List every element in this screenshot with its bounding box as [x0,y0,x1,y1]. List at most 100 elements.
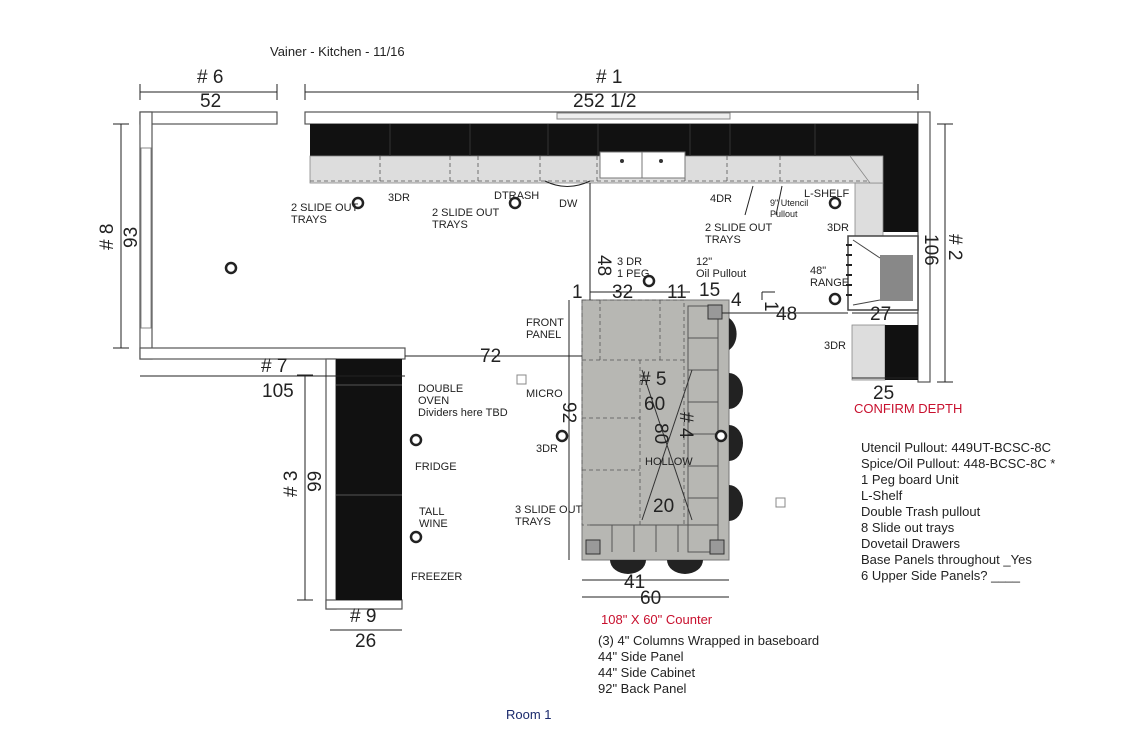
label-3dr-d: 3DR [536,443,558,455]
wall-4-number: # 4 [675,412,696,439]
upper-cabinets-top [310,124,918,156]
wall-1-number: # 1 [596,67,622,88]
island-cabinet-seams [582,300,684,525]
upper-cabinet-right-lower [885,325,918,380]
marker-circle [224,261,238,275]
range-hood-diag-bottom [852,299,881,306]
range-hood-diag-top [852,239,881,259]
wall-3-length: 99 [305,471,326,492]
leader-utencil [775,185,783,216]
wall-9-number: # 9 [350,606,376,627]
label-freezer: FREEZER [411,571,462,583]
sink-drain-right [659,159,663,163]
marker-circle [409,530,423,544]
dim-4: 4 [731,290,742,311]
marker-circle [828,292,842,306]
label-range: 48"RANGE [810,265,849,289]
island-back-panel [687,305,719,553]
wall-6-number: # 6 [197,67,223,88]
sink-drain-left [620,159,624,163]
wall-1-length: 252 1/2 [573,91,636,112]
marker-circle [828,196,842,210]
counter-notes: (3) 4" Columns Wrapped in baseboard 44" … [598,633,823,696]
label-dtrash: DTRASH [494,190,539,202]
label-hollow: HOLLOW [645,456,693,468]
marker-circle [508,196,522,210]
marker-circle [714,429,728,443]
wall-7-length: 105 [262,381,294,402]
dim-41: 41 [624,572,645,593]
wall-7-number: # 7 [261,356,287,377]
column-1 [707,304,723,320]
dim-15: 15 [699,280,720,301]
label-l-shelf: L-SHELF [804,188,850,200]
hollow-diagonal-2 [641,369,693,521]
room-label: Room 1 [506,707,552,722]
leader-slide3 [744,185,754,216]
dim-60: 60 [640,588,661,609]
marker-square [775,497,786,508]
island-number: # 5 [640,369,666,390]
wall-6-length: 52 [200,91,221,112]
window-top [556,112,731,120]
island-side-panel-rungs [590,524,718,552]
marker-circle [642,274,656,288]
wall-9-length: 26 [355,631,376,652]
wall-6 [139,111,278,125]
dim-72: 72 [480,346,501,367]
notes-list: Utencil Pullout: 449UT-BCSC-8C Spice/Oil… [861,440,1059,583]
countertop-corner [849,155,884,184]
wall-2-length: 106 [920,234,941,266]
label-dw: DW [559,198,578,210]
column-3 [709,539,725,555]
drawing-title: Vainer - Kitchen - 11/16 [270,44,405,59]
marker-circle [351,196,365,210]
dimension-lines [113,84,953,631]
countertop-top [309,155,884,184]
island-length: 60 [644,394,665,415]
wall-7 [139,347,406,360]
dim-27: 27 [870,304,891,325]
wall-3-number: # 3 [281,471,302,497]
dim-32: 32 [612,282,633,303]
marker-square [516,374,527,385]
wall-2-number: # 2 [944,234,965,260]
column-2 [585,539,601,555]
dim-1: 1 [572,282,583,303]
label-confirm-depth: CONFIRM DEPTH [854,401,962,416]
label-micro: MICRO [526,388,563,400]
label-oil: 12"Oil Pullout [696,256,746,280]
dim-80: 80 [650,423,671,444]
upper-cabinet-seams [389,124,816,156]
stools [610,318,743,574]
dim-92: 92 [558,402,579,423]
dim-11: 11 [667,282,687,303]
window-left [140,147,152,329]
label-fridge: FRIDGE [415,461,457,473]
island [581,299,730,561]
countertop-right-upper [854,182,884,238]
marker-circle [409,433,423,447]
dishwasher-swing [544,180,591,187]
label-3dr-b: 3DR [827,222,849,234]
tall-cabinets [336,359,402,600]
label-3dr-a: 3DR [388,192,410,204]
dim-48-vertical: 48 [593,255,614,276]
range-knobs [846,244,852,296]
dim-20: 20 [653,496,674,517]
dim-25: 25 [873,383,894,404]
range-hood [880,255,913,301]
dim-48-horizontal: 48 [776,304,797,325]
marker-circle [555,429,569,443]
label-3dr-c: 3DR [824,340,846,352]
dim-1b: 1 [760,301,781,312]
